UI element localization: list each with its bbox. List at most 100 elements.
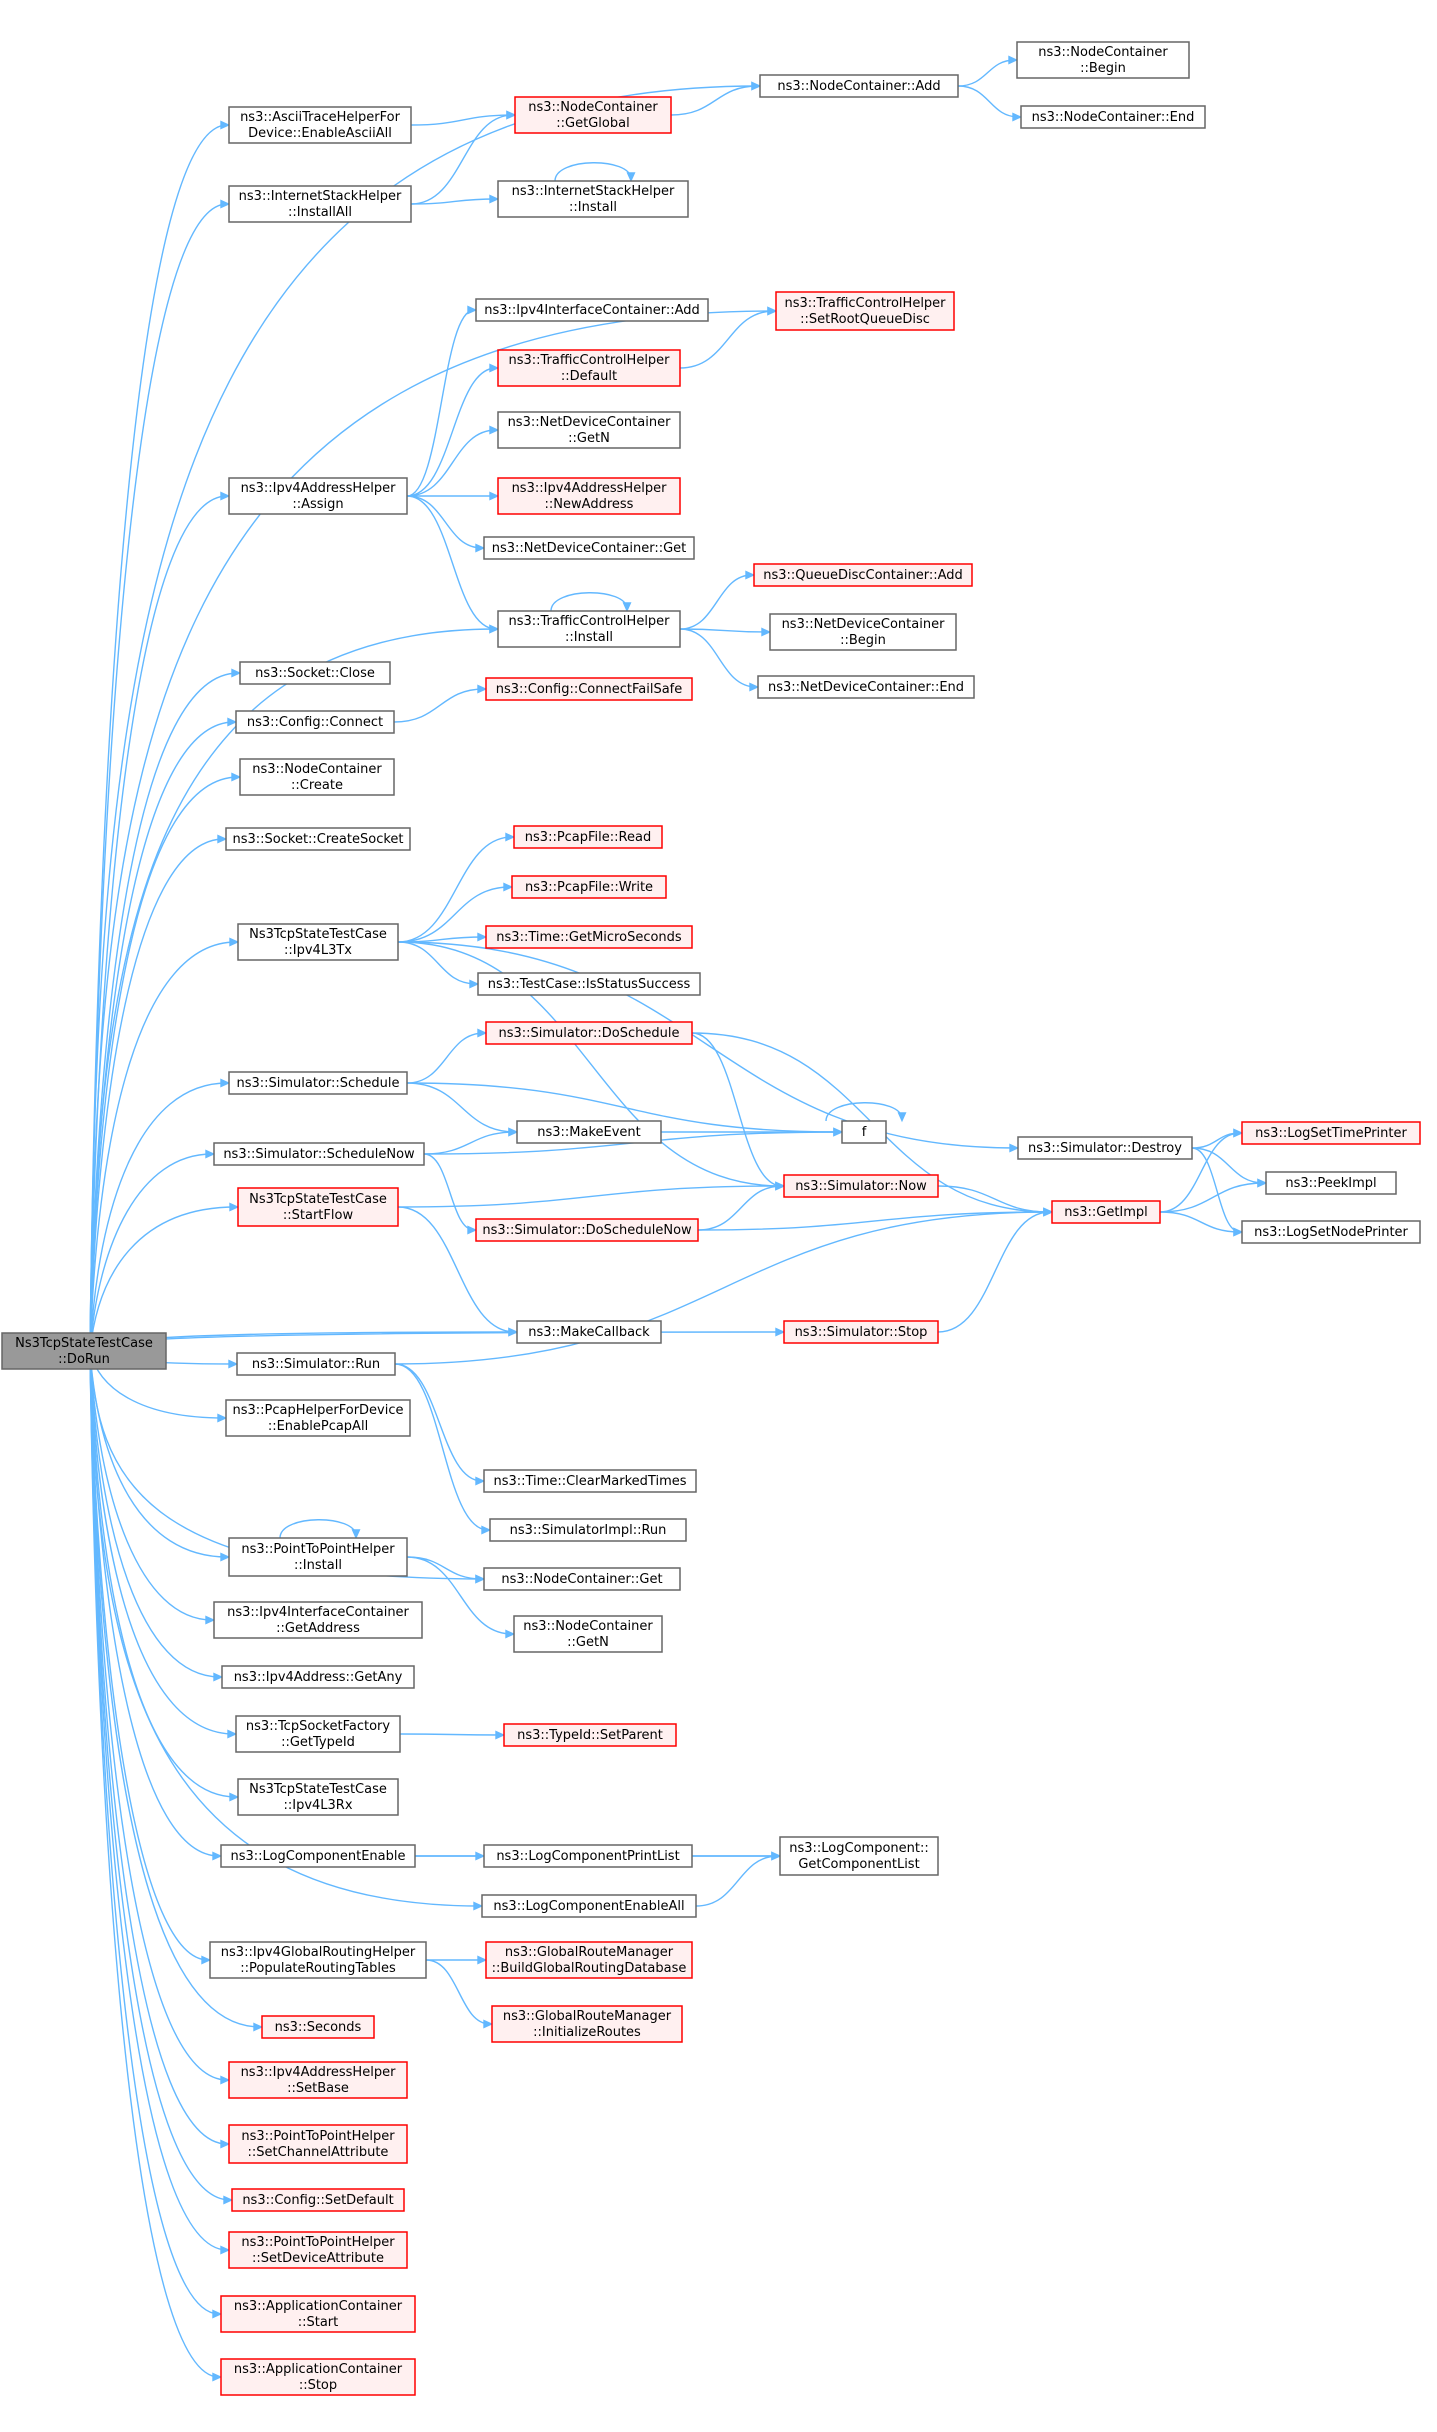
node-box [237, 1778, 399, 1816]
node-simdestroy[interactable]: ns3::Simulator::Destroy [1017, 1136, 1193, 1160]
node-label: ::Ipv4L3Rx [283, 1798, 352, 1813]
node-isinstallall[interactable]: ns3::InternetStackHelper::InstallAll [228, 185, 412, 223]
node-cfgconnect[interactable]: ns3::Config::Connect [235, 710, 395, 734]
node-getmicro[interactable]: ns3::Time::GetMicroSeconds [485, 925, 693, 949]
node-createsock[interactable]: ns3::Socket::CreateSocket [225, 827, 411, 851]
node-pcapall[interactable]: ns3::PcapHelperForDevice::EnablePcapAll [225, 1399, 411, 1437]
node-doschedule[interactable]: ns3::Simulator::DoSchedule [485, 1021, 693, 1045]
node-qdcadd[interactable]: ns3::QueueDiscContainer::Add [753, 563, 973, 587]
node-getcomplist[interactable]: ns3::LogComponent::GetComponentList [779, 1836, 939, 1876]
node-label: ::SetBase [287, 2081, 349, 2096]
node-clearmarked[interactable]: ns3::Time::ClearMarkedTimes [483, 1469, 697, 1493]
edge-ipv4l3tx-to-isstatus [397, 941, 480, 989]
node-setdevice[interactable]: ns3::PointToPointHelper::SetDeviceAttrib… [228, 2231, 408, 2269]
node-ncget[interactable]: ns3::NodeContainer::Get [483, 1567, 681, 1591]
node-sockclose[interactable]: ns3::Socket::Close [239, 661, 391, 685]
node-getany[interactable]: ns3::Ipv4Address::GetAny [221, 1665, 415, 1689]
node-setbase[interactable]: ns3::Ipv4AddressHelper::SetBase [228, 2061, 408, 2099]
node-tcpsockfact[interactable]: ns3::TcpSocketFactory::GetTypeId [235, 1715, 401, 1753]
node-pcapwrite[interactable]: ns3::PcapFile::Write [511, 875, 667, 899]
edge-simschedule-to-doschedule [406, 1028, 488, 1084]
node-box [513, 1615, 663, 1653]
node-appstart[interactable]: ns3::ApplicationContainer::Start [220, 2295, 416, 2333]
node-pcapread[interactable]: ns3::PcapFile::Read [513, 825, 663, 849]
node-label: ns3::ApplicationContainer [234, 2362, 403, 2377]
node-simrun[interactable]: ns3::Simulator::Run [236, 1352, 396, 1376]
node-label: ns3::Config::Connect [247, 715, 383, 730]
node-ipv4l3rx[interactable]: Ns3TcpStateTestCase::Ipv4L3Rx [237, 1778, 399, 1816]
edge-ipv4assign-to-tcinstall [406, 495, 500, 634]
node-ncend[interactable]: ns3::NodeContainer::End [1020, 105, 1206, 129]
node-getimpl[interactable]: ns3::GetImpl [1051, 1200, 1161, 1224]
node-label: ns3::LogComponentEnable [230, 1849, 405, 1864]
node-initroutes[interactable]: ns3::GlobalRouteManager::InitializeRoute… [491, 2005, 683, 2043]
node-setchannel[interactable]: ns3::PointToPointHelper::SetChannelAttri… [228, 2124, 408, 2164]
node-p2pinstall[interactable]: ns3::PointToPointHelper::Install [228, 1537, 408, 1577]
node-buildglobal[interactable]: ns3::GlobalRouteManager::BuildGlobalRout… [485, 1941, 693, 1979]
node-simnow[interactable]: ns3::Simulator::Now [783, 1174, 939, 1198]
node-logsetnode[interactable]: ns3::LogSetNodePrinter [1241, 1220, 1421, 1244]
node-ndcbegin[interactable]: ns3::NetDeviceContainer::Begin [769, 613, 957, 651]
node-label: ns3::QueueDiscContainer::Add [763, 568, 963, 583]
node-logsettime[interactable]: ns3::LogSetTimePrinter [1241, 1121, 1421, 1145]
node-simimplrun[interactable]: ns3::SimulatorImpl::Run [489, 1518, 687, 1542]
node-ipv4icgetaddr[interactable]: ns3::Ipv4InterfaceContainer::GetAddress [213, 1601, 423, 1639]
node-box [475, 1218, 699, 1242]
node-ndcgetn[interactable]: ns3::NetDeviceContainer::GetN [497, 411, 681, 449]
node-newaddr[interactable]: ns3::Ipv4AddressHelper::NewAddress [497, 477, 681, 515]
node-setparent[interactable]: ns3::TypeId::SetParent [503, 1723, 677, 1747]
node-ipv4l3tx[interactable]: Ns3TcpStateTestCase::Ipv4L3Tx [237, 923, 399, 961]
node-peekimpl[interactable]: ns3::PeekImpl [1265, 1171, 1397, 1195]
node-root[interactable]: Ns3TcpStateTestCase::DoRun [1, 1332, 167, 1370]
node-ipv4assign[interactable]: ns3::Ipv4AddressHelper::Assign [228, 477, 408, 515]
node-box [221, 1665, 415, 1689]
node-doschednow[interactable]: ns3::Simulator::DoScheduleNow [475, 1218, 699, 1242]
edge-root-to-p2pinstall [89, 1350, 231, 1562]
node-box [497, 411, 681, 449]
node-box [235, 710, 395, 734]
node-getglobal[interactable]: ns3::NodeContainer::GetGlobal [514, 96, 672, 134]
node-simstop[interactable]: ns3::Simulator::Stop [783, 1320, 939, 1344]
node-label: ::Default [561, 369, 617, 384]
node-label: ns3::NodeContainer [1038, 45, 1168, 60]
node-cfgsetdefault[interactable]: ns3::Config::SetDefault [231, 2188, 405, 2212]
node-appstop[interactable]: ns3::ApplicationContainer::Stop [220, 2358, 416, 2396]
node-isstatus[interactable]: ns3::TestCase::IsStatusSuccess [477, 972, 701, 996]
node-schednow[interactable]: ns3::Simulator::ScheduleNow [213, 1142, 425, 1166]
node-cfgfailsafe[interactable]: ns3::Config::ConnectFailSafe [485, 677, 693, 701]
node-box [483, 1844, 693, 1868]
node-ncbegin[interactable]: ns3::NodeContainer::Begin [1016, 41, 1190, 79]
node-ascii[interactable]: ns3::AsciiTraceHelperForDevice::EnableAs… [228, 106, 412, 144]
edge-root-to-appstop [89, 1350, 223, 2382]
node-logcompenable[interactable]: ns3::LogComponentEnable [220, 1844, 416, 1868]
node-label: ns3::NodeContainer::Add [777, 79, 940, 94]
node-ndcend[interactable]: ns3::NetDeviceContainer::End [757, 675, 975, 699]
node-seconds[interactable]: ns3::Seconds [261, 2015, 375, 2039]
node-label: ns3::AsciiTraceHelperFor [240, 110, 401, 125]
node-startflow[interactable]: Ns3TcpStateTestCase::StartFlow [237, 1187, 399, 1227]
node-label: ns3::Ipv4AddressHelper [512, 481, 668, 496]
node-ncgetn[interactable]: ns3::NodeContainer::GetN [513, 1615, 663, 1653]
node-tcinstall[interactable]: ns3::TrafficControlHelper::Install [497, 610, 681, 648]
node-label: ns3::Ipv4GlobalRoutingHelper [221, 1945, 416, 1960]
node-populate[interactable]: ns3::Ipv4GlobalRoutingHelper::PopulateRo… [209, 1941, 427, 1979]
node-ncadd[interactable]: ns3::NodeContainer::Add [759, 74, 959, 98]
node-ndcget[interactable]: ns3::NetDeviceContainer::Get [483, 536, 695, 560]
node-isinstall[interactable]: ns3::InternetStackHelper::Install [497, 180, 689, 218]
node-simschedule[interactable]: ns3::Simulator::Schedule [228, 1071, 408, 1095]
node-ipv4icadd[interactable]: ns3::Ipv4InterfaceContainer::Add [475, 298, 709, 322]
node-label: ::Start [298, 2315, 339, 2330]
node-makecallback[interactable]: ns3::MakeCallback [516, 1320, 662, 1344]
node-logcompenableall[interactable]: ns3::LogComponentEnableAll [481, 1894, 697, 1918]
node-logcompprint[interactable]: ns3::LogComponentPrintList [483, 1844, 693, 1868]
edge-root-to-createsock [89, 834, 228, 1352]
node-label: ns3::InternetStackHelper [512, 184, 675, 199]
node-tcsetroot[interactable]: ns3::TrafficControlHelper::SetRootQueueD… [775, 291, 955, 331]
node-nccreate[interactable]: ns3::NodeContainer::Create [239, 758, 395, 796]
node-tcdefault[interactable]: ns3::TrafficControlHelper::Default [497, 349, 681, 387]
node-makeevent[interactable]: ns3::MakeEvent [516, 1120, 662, 1144]
node-f[interactable]: f [841, 1120, 887, 1144]
edge-root-to-tcpsockfact [89, 1350, 238, 1739]
edge-root-to-ncadd [89, 81, 762, 1352]
node-box [516, 1120, 662, 1144]
